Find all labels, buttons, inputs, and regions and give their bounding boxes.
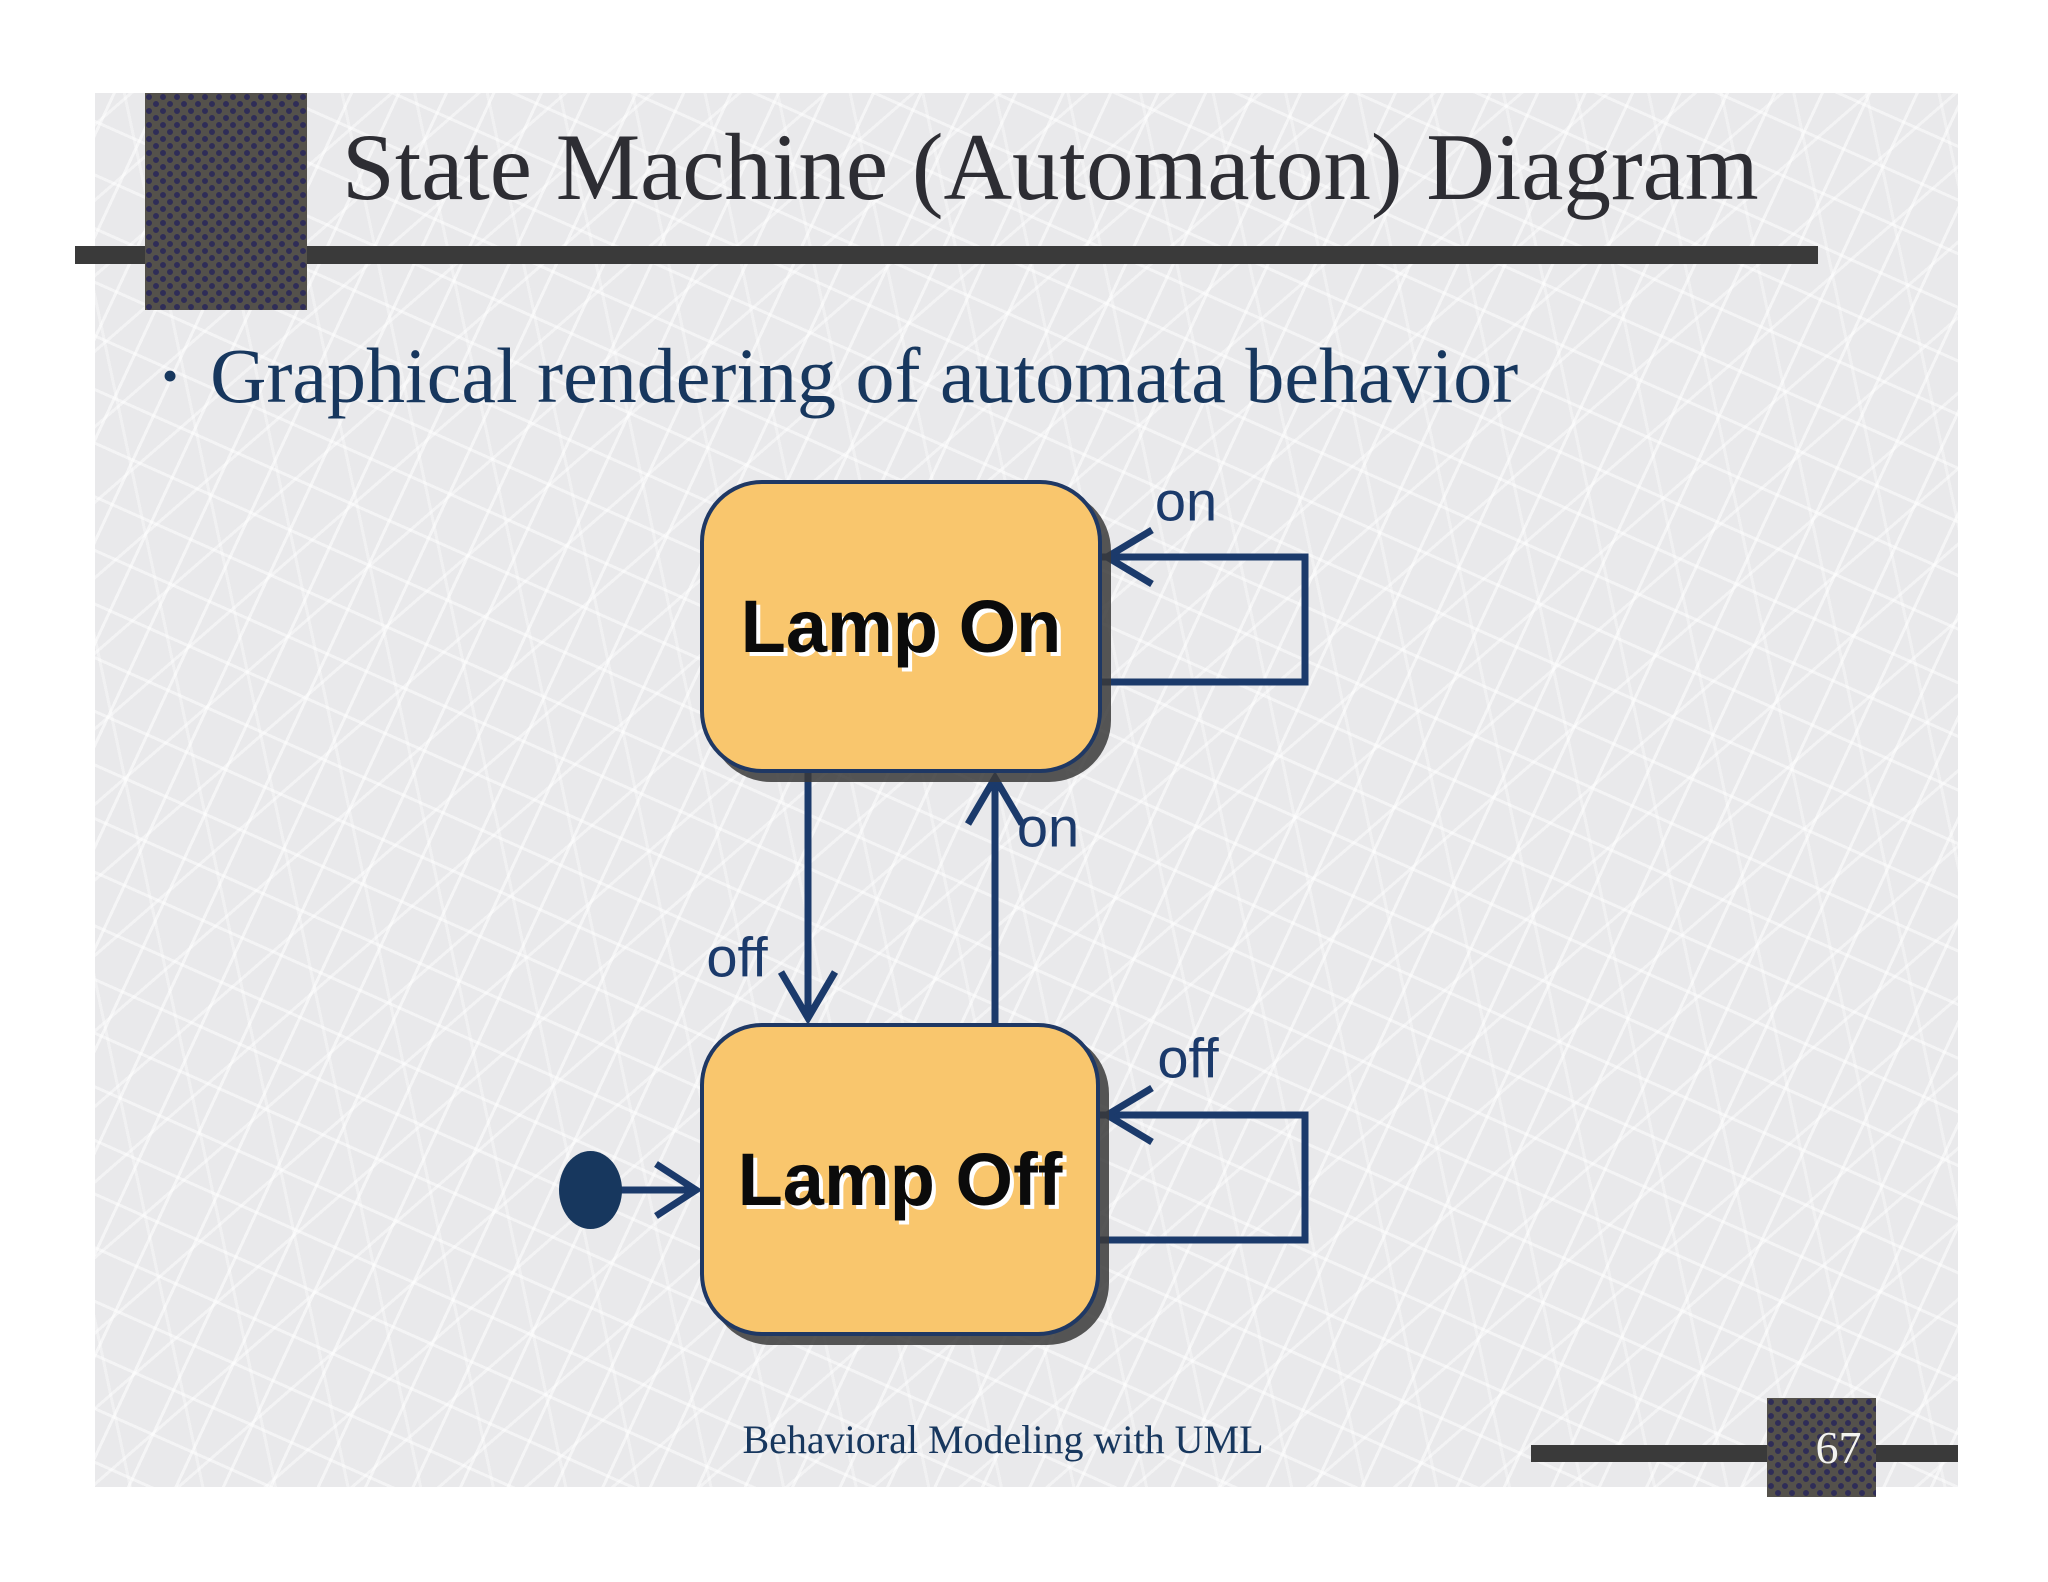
state-lamp-on: Lamp On bbox=[700, 480, 1102, 773]
state-lamp-off: Lamp Off bbox=[700, 1023, 1100, 1336]
transition-label-self-on: on bbox=[1154, 469, 1218, 533]
footer-text: Behavioral Modeling with UML bbox=[742, 1417, 1264, 1462]
slide-title: State Machine (Automaton) Diagram bbox=[342, 114, 1759, 220]
footer-bar bbox=[1531, 1445, 1958, 1462]
slide-background bbox=[95, 93, 1958, 1487]
bullet-line: • Graphical rendering of automata behavio… bbox=[162, 326, 1518, 426]
page-number-square: 67 bbox=[1767, 1398, 1876, 1497]
transition-label-off: off bbox=[706, 925, 768, 989]
bullet-text: Graphical rendering of automata behavior bbox=[210, 332, 1519, 419]
transition-label-on: on bbox=[1016, 795, 1080, 859]
transition-label-self-off: off bbox=[1157, 1026, 1219, 1090]
state-lamp-on-label: Lamp On bbox=[740, 585, 1062, 668]
title-underline-bar bbox=[75, 246, 1818, 264]
initial-state-marker bbox=[559, 1151, 622, 1229]
page-number: 67 bbox=[1815, 1422, 1862, 1473]
title-decoration-square bbox=[145, 93, 307, 310]
state-lamp-off-label: Lamp Off bbox=[737, 1138, 1063, 1221]
bullet-marker: • bbox=[162, 350, 179, 401]
